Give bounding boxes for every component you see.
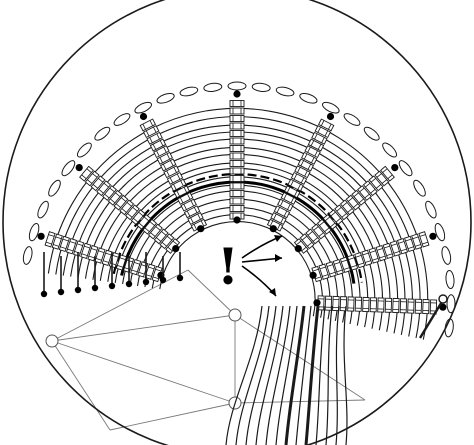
guide-lines bbox=[46, 270, 365, 430]
picot-loop bbox=[423, 200, 438, 220]
picot-loop bbox=[397, 159, 414, 178]
braid-cell bbox=[230, 161, 244, 167]
picot-loop bbox=[93, 125, 112, 143]
pin-head bbox=[391, 164, 398, 171]
braid bbox=[230, 101, 244, 220]
braid-cell bbox=[363, 297, 369, 311]
braid-cell bbox=[393, 298, 399, 312]
pin-head bbox=[140, 113, 147, 120]
thread-tip bbox=[92, 285, 98, 291]
thread-tip bbox=[160, 277, 166, 283]
picot-loop bbox=[46, 178, 62, 198]
braid-cell bbox=[230, 138, 244, 144]
pin-head bbox=[310, 272, 317, 279]
picot-loop bbox=[362, 125, 381, 143]
braid bbox=[318, 296, 437, 314]
picot-loop bbox=[228, 82, 246, 90]
braid-cell bbox=[230, 146, 244, 152]
picot-loop bbox=[112, 111, 131, 127]
braid-cell bbox=[408, 299, 414, 313]
pin-head bbox=[313, 299, 320, 306]
picot-loop bbox=[179, 86, 198, 98]
picot-loop bbox=[342, 111, 361, 127]
braid-cell bbox=[325, 296, 331, 310]
braid-cell bbox=[355, 297, 361, 311]
bobbin-thread bbox=[226, 306, 262, 445]
braid-cell bbox=[230, 123, 244, 129]
picot-loop bbox=[380, 141, 398, 159]
braid-cell bbox=[230, 131, 244, 137]
picot-loop bbox=[60, 159, 77, 178]
guide-node bbox=[46, 335, 58, 347]
thread-tip bbox=[58, 289, 64, 295]
bobbin-thread bbox=[336, 306, 339, 445]
braid-cell bbox=[230, 191, 244, 197]
picot-loop bbox=[203, 82, 222, 92]
picot-loop bbox=[441, 246, 453, 265]
braid-cell bbox=[370, 298, 376, 312]
pin-head bbox=[295, 245, 302, 252]
guide-line bbox=[52, 315, 235, 341]
braid-cell bbox=[230, 168, 244, 174]
thread-tip bbox=[109, 283, 115, 289]
thread-tip bbox=[143, 279, 149, 285]
pointer-arrows bbox=[242, 235, 282, 296]
braid-cell bbox=[230, 176, 244, 182]
thread-tip bbox=[41, 291, 47, 297]
braid bbox=[45, 232, 162, 282]
picot-loop bbox=[275, 86, 294, 98]
picot-loop bbox=[411, 178, 427, 198]
pin-head bbox=[233, 216, 240, 223]
guide-line bbox=[52, 341, 235, 403]
braid-cell bbox=[230, 153, 244, 159]
braid-cell bbox=[230, 101, 244, 107]
braid-cell bbox=[348, 297, 354, 311]
picot-loop bbox=[252, 82, 271, 92]
picot-loop bbox=[75, 141, 93, 159]
guide-line bbox=[52, 341, 110, 430]
braid-cell bbox=[385, 298, 391, 312]
thread-tip bbox=[75, 287, 81, 293]
exclamation-marker: ! bbox=[217, 237, 239, 296]
picot-loop bbox=[156, 92, 176, 106]
guide-node bbox=[229, 309, 241, 321]
picot-loop bbox=[22, 246, 34, 265]
thread-tip bbox=[126, 281, 132, 287]
thread-tip bbox=[177, 275, 183, 281]
pin-head bbox=[38, 233, 45, 240]
pin-head bbox=[429, 233, 436, 240]
bobbin-thread bbox=[286, 306, 304, 445]
picot-loop bbox=[445, 270, 455, 289]
braid-cell bbox=[230, 206, 244, 212]
pin-head bbox=[327, 113, 334, 120]
pin-head bbox=[76, 164, 83, 171]
braid-cell bbox=[423, 299, 429, 313]
bobbin-threads bbox=[226, 306, 347, 445]
braid-cell bbox=[230, 183, 244, 189]
braid-cell bbox=[400, 299, 406, 313]
braid bbox=[312, 232, 429, 282]
braid-cell bbox=[378, 298, 384, 312]
picot-loop bbox=[299, 92, 319, 106]
picot-loop bbox=[36, 200, 51, 220]
pin-head bbox=[270, 225, 277, 232]
braid-cell bbox=[230, 108, 244, 114]
guide-line bbox=[52, 270, 188, 341]
bobbin-thread bbox=[344, 306, 347, 445]
pin-head bbox=[172, 245, 179, 252]
bobbin-thread bbox=[306, 306, 318, 445]
braid-cell bbox=[230, 198, 244, 204]
bobbin-thread bbox=[316, 306, 325, 445]
braid-cell bbox=[415, 299, 421, 313]
braid-cell bbox=[230, 116, 244, 122]
bobbin-thread bbox=[246, 306, 276, 445]
guide-line bbox=[110, 403, 235, 430]
pin-head bbox=[233, 90, 240, 97]
pin-head bbox=[197, 225, 204, 232]
